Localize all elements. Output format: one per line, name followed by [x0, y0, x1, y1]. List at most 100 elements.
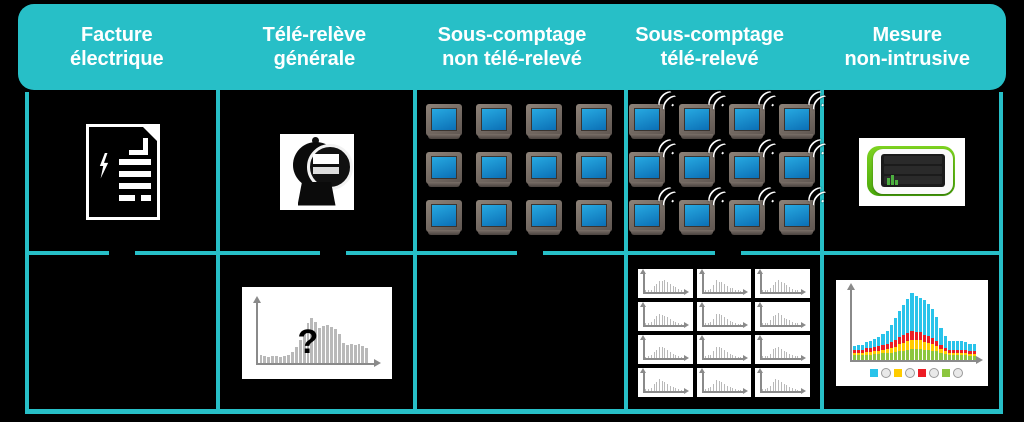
histogram-bar — [798, 290, 801, 292]
stacked-bar-segment — [964, 349, 968, 353]
header-line2: non télé-relevé — [442, 48, 582, 70]
stacked-bar-segment — [881, 333, 885, 345]
histogram-bar — [657, 379, 660, 391]
header-line1: Mesure — [872, 23, 942, 46]
histogram-panel — [755, 367, 810, 397]
histogram-bar — [681, 389, 683, 391]
histogram-bar — [789, 319, 791, 325]
histogram-bar — [739, 323, 742, 325]
histogram-bar — [771, 383, 774, 391]
histogram-bar — [334, 328, 338, 363]
histogram-bar — [781, 381, 783, 391]
histogram-bar — [797, 389, 799, 391]
grid-bottom-border — [25, 409, 1003, 414]
submeter-device: ((· — [727, 86, 782, 140]
stacked-bar — [927, 303, 931, 360]
submeter-device: ((· — [627, 86, 682, 140]
histogram-bar — [646, 355, 649, 358]
histogram-bar — [790, 387, 793, 391]
stacked-bar-segment — [927, 349, 931, 360]
histogram-bar — [792, 288, 794, 292]
histogram-bar — [767, 322, 769, 325]
histogram-bar — [773, 348, 775, 358]
grid-stub — [820, 82, 824, 94]
histogram-bar — [735, 355, 737, 358]
header-cell-sous-comptage-non-tele-releve: Sous-comptage non télé-relevé — [413, 4, 611, 90]
histogram-bar — [709, 288, 712, 292]
histogram-bar — [649, 322, 652, 325]
histogram-bar — [679, 355, 682, 358]
histogram-bar — [310, 317, 315, 363]
header-cell-facture-electrique: Facture électrique — [18, 4, 216, 90]
stacked-bar-segment — [906, 340, 910, 350]
histogram-bar — [667, 349, 669, 358]
histogram-bar — [765, 289, 768, 292]
histogram-bar — [730, 386, 733, 391]
histogram-bar — [782, 382, 785, 391]
header-bar: Facture électrique Télé-relève générale … — [18, 4, 1006, 90]
header-line1: Facture — [81, 23, 153, 46]
histogram-bar — [798, 356, 801, 358]
histogram-bar — [649, 289, 652, 292]
submeter-device — [474, 150, 514, 188]
histogram-bar — [722, 382, 725, 391]
histogram-bar — [302, 331, 307, 363]
circle-icon — [880, 367, 891, 378]
stacked-bar-segment — [939, 352, 943, 360]
stacked-bar — [956, 340, 960, 360]
stacked-bar-segment — [885, 352, 889, 360]
cell-histogram-grid — [628, 255, 820, 410]
stacked-bar-segment — [877, 336, 881, 346]
stacked-bar-segment — [856, 344, 860, 350]
histogram-bar — [725, 384, 728, 391]
histogram-bar — [736, 388, 739, 391]
stacked-bar-segment — [960, 354, 964, 360]
histogram-bar — [798, 323, 801, 325]
stacked-bar-segment — [893, 351, 898, 360]
histogram-bar — [275, 355, 280, 363]
stacked-bar — [902, 304, 906, 360]
histogram-bar — [330, 326, 335, 363]
stacked-bar — [852, 345, 856, 360]
stacked-bar-segment — [910, 292, 914, 331]
stacked-bar-segment — [943, 350, 947, 354]
histogram-bar — [733, 354, 736, 358]
stacked-bar-segment — [914, 331, 918, 340]
histogram-bar — [660, 379, 663, 391]
histogram-bar — [725, 284, 728, 292]
histogram-bar — [648, 322, 650, 325]
histogram-bar — [733, 387, 736, 391]
header-line2: télé-relevé — [660, 48, 759, 70]
histogram-bar — [656, 283, 658, 292]
histogram-bar — [660, 281, 663, 292]
histogram-panel — [696, 301, 752, 331]
histogram-bar — [765, 355, 768, 358]
stacked-bar-segment — [939, 327, 943, 345]
disaggregated-stacked-chart — [835, 279, 988, 386]
stacked-bar-segment — [922, 341, 927, 350]
stacked-bar-segment — [935, 316, 939, 341]
header-line1: Sous-comptage — [635, 23, 784, 46]
submeter-device: ((· — [727, 182, 782, 236]
stacked-bar-segment — [881, 352, 885, 360]
stacked-bar-segment — [960, 352, 964, 355]
stacked-bar-segment — [947, 354, 951, 360]
histogram-panel — [755, 301, 810, 331]
stacked-bar-segment — [931, 350, 935, 360]
histogram-bar — [667, 383, 669, 391]
histogram-bar — [735, 388, 737, 391]
histogram-bar — [776, 346, 779, 358]
histogram-bar — [670, 283, 672, 292]
histogram-bar — [781, 281, 783, 292]
histogram-bar — [732, 387, 734, 391]
histogram-bar — [792, 321, 794, 325]
histogram-bar — [768, 354, 771, 358]
grid-stub — [216, 82, 220, 94]
histogram-bar — [659, 378, 661, 391]
histogram-bar — [790, 320, 793, 325]
stacked-bar-segment — [898, 350, 902, 360]
stacked-bar-segment — [873, 350, 877, 354]
histogram-bar — [795, 322, 798, 325]
stacked-bar-segment — [951, 349, 956, 353]
